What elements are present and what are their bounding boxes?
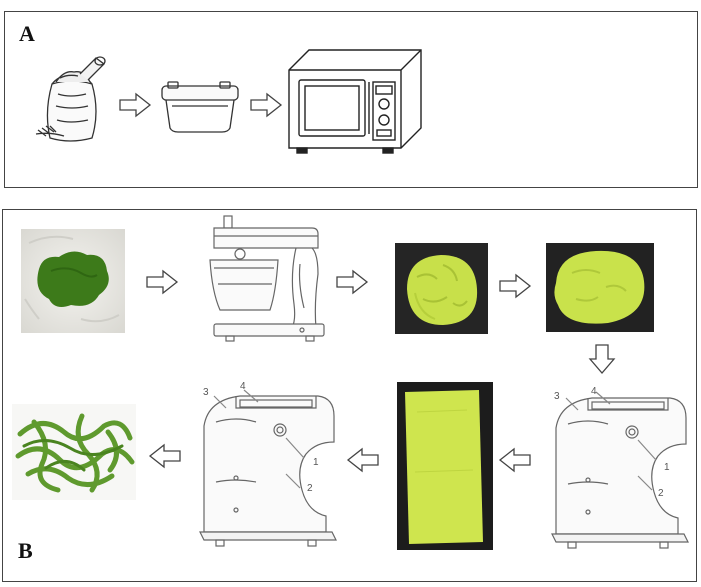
panel-a-label: A bbox=[19, 21, 35, 46]
pasta-machine-icon bbox=[548, 384, 693, 554]
arrow-down-icon bbox=[588, 343, 616, 375]
arrow-right-icon bbox=[249, 92, 283, 118]
part-label-2: 2 bbox=[307, 483, 313, 494]
spinach-noodles-photo bbox=[12, 404, 136, 500]
microwave-icon bbox=[287, 48, 423, 154]
storage-container-icon bbox=[158, 80, 242, 136]
part-label-2: 2 bbox=[658, 488, 664, 499]
arrow-right-icon bbox=[145, 269, 179, 295]
panel-b-label: B bbox=[18, 538, 33, 563]
flattened-dough-photo bbox=[546, 243, 654, 332]
arrow-left-icon bbox=[498, 447, 532, 473]
part-label-1: 1 bbox=[313, 457, 319, 468]
flour-sack-icon bbox=[30, 52, 112, 148]
part-label-4: 4 bbox=[240, 381, 246, 392]
part-label-4: 4 bbox=[591, 386, 597, 397]
spinach-in-flour-photo bbox=[21, 229, 125, 333]
stand-mixer-icon bbox=[200, 214, 330, 346]
arrow-left-icon bbox=[148, 443, 182, 469]
dough-sheet-photo bbox=[397, 382, 493, 550]
arrow-left-icon bbox=[346, 447, 380, 473]
pasta-machine-icon bbox=[196, 382, 341, 552]
arrow-right-icon bbox=[498, 273, 532, 299]
part-label-3: 3 bbox=[203, 387, 209, 398]
dough-ball-photo bbox=[395, 243, 488, 334]
part-label-1: 1 bbox=[664, 462, 670, 473]
arrow-right-icon bbox=[118, 92, 152, 118]
part-label-3: 3 bbox=[554, 391, 560, 402]
arrow-right-icon bbox=[335, 269, 369, 295]
